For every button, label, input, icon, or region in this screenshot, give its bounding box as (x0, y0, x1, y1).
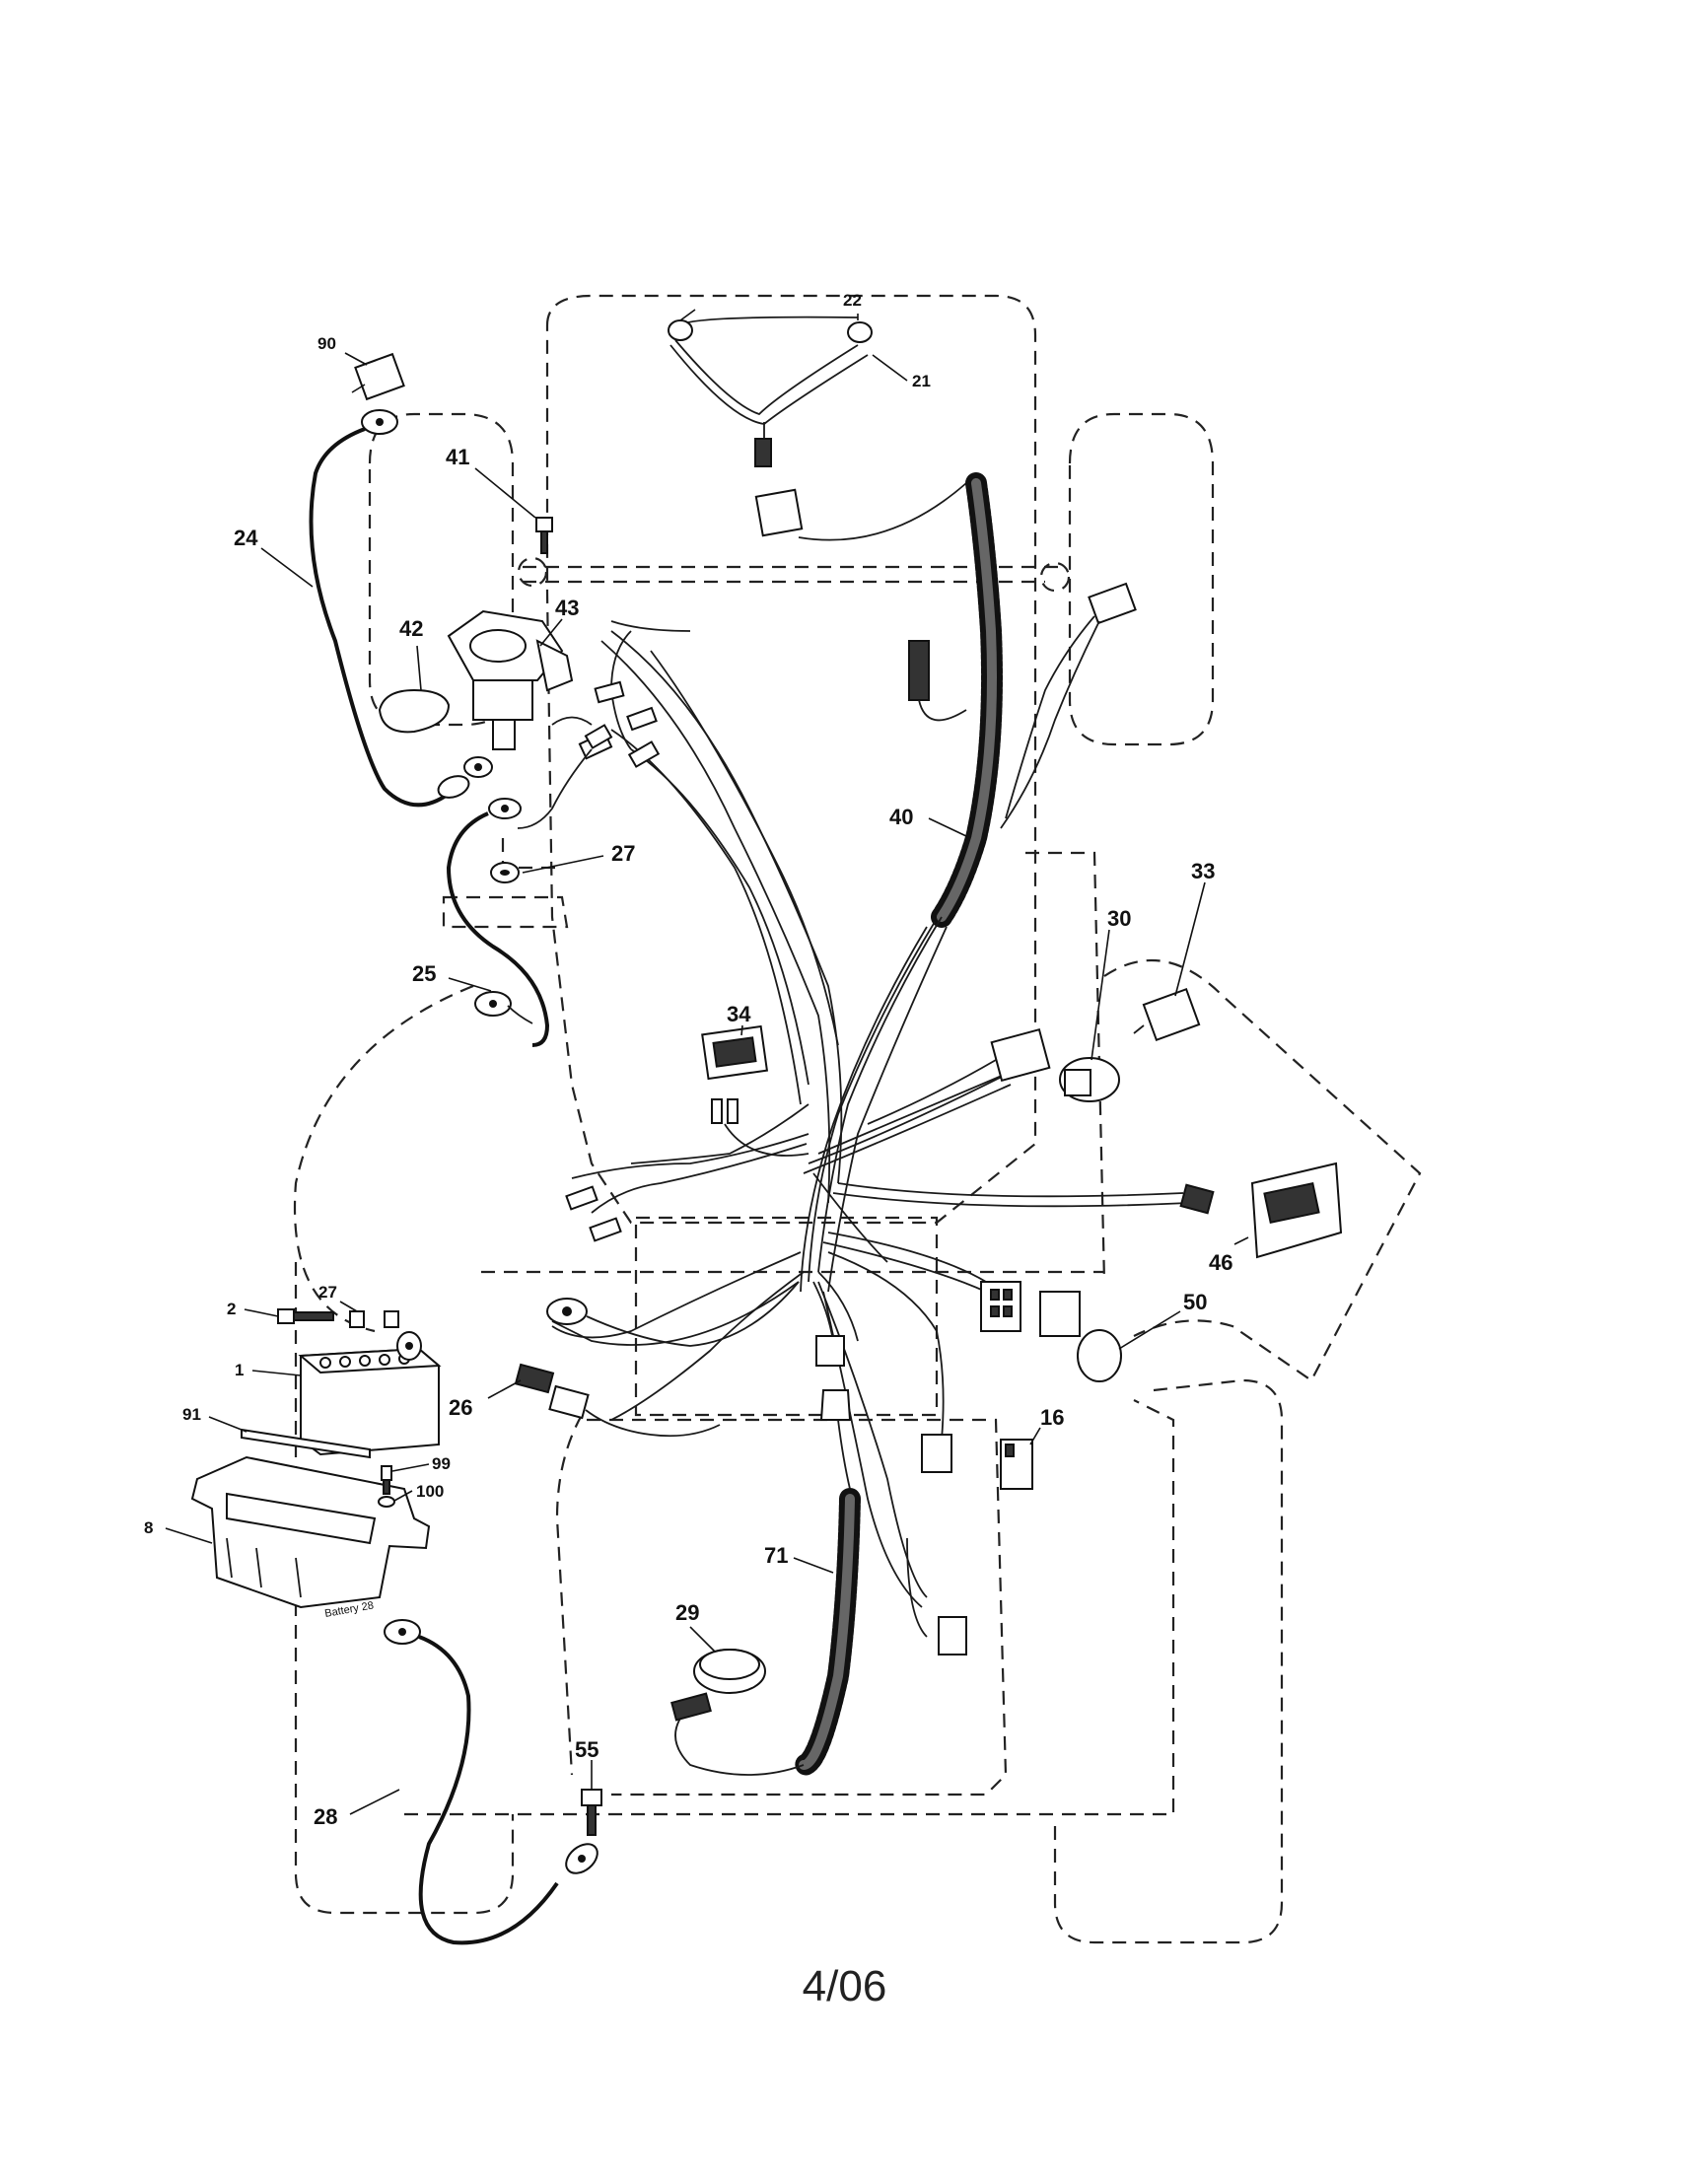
page-number: 4/06 (802, 1962, 887, 2010)
callout-27-upper: 27 (611, 841, 635, 866)
battery-terminal (396, 1331, 422, 1361)
ignition-switch-30 (867, 1027, 1120, 1125)
callout-42: 42 (399, 616, 423, 641)
callout-22: 22 (843, 291, 862, 310)
callout-26: 26 (449, 1395, 472, 1420)
callout-91: 91 (182, 1405, 201, 1424)
callout-29: 29 (675, 1600, 699, 1625)
solenoid-lug (463, 756, 493, 778)
tractor-outline (294, 294, 1422, 1944)
rear-plug-2 (938, 1616, 967, 1656)
callout-100: 100 (416, 1482, 444, 1501)
module-16 (1000, 1439, 1033, 1490)
ignition-plug (990, 1027, 1051, 1083)
callout-16: 16 (1040, 1405, 1064, 1430)
harness-bundle (551, 620, 1189, 1608)
callout-25: 25 (412, 961, 436, 986)
callout-24: 24 (234, 526, 258, 550)
coiled-conduit-71 (674, 1419, 861, 1776)
left-headlight-bulb (668, 319, 693, 341)
cable-25 (446, 798, 550, 1047)
headlight-connector (754, 438, 772, 467)
fuse-holder (819, 1389, 852, 1421)
nut-27-battery (349, 1310, 399, 1328)
right-side-harness (908, 582, 1137, 829)
washer-100 (378, 1496, 395, 1508)
callout-28: 28 (314, 1804, 337, 1829)
panel-connector (1179, 1183, 1215, 1215)
callout-71: 71 (764, 1543, 788, 1568)
callout-90: 90 (317, 334, 336, 353)
right-headlight-bulb (847, 321, 873, 343)
terminal-boot-90 (351, 352, 405, 401)
fuse-connector (815, 1335, 845, 1367)
callout-99: 99 (432, 1454, 451, 1473)
connector-26 (514, 1363, 721, 1438)
hold-down-strap-91 (241, 1428, 371, 1459)
rear-connectors (815, 1335, 967, 1656)
callout-33: 33 (1191, 859, 1215, 883)
callout-43: 43 (555, 596, 579, 620)
relay-33 (1133, 987, 1201, 1042)
callout-8: 8 (144, 1518, 153, 1537)
headlight-harness (668, 316, 967, 541)
battery-tray-8: Battery 28 (190, 1455, 431, 1620)
harness-terminals (565, 680, 661, 1242)
ground-ring-terminal (546, 1281, 800, 1347)
callout-34: 34 (727, 1002, 751, 1026)
screw-99 (381, 1465, 392, 1495)
nut-27-upper (490, 862, 520, 883)
callouts: 22 21 90 24 41 42 43 27 25 40 33 30 34 4… (144, 291, 1249, 1829)
battery-1 (298, 1347, 442, 1456)
callout-41: 41 (446, 445, 469, 469)
callout-40: 40 (889, 805, 913, 829)
callout-1: 1 (235, 1361, 244, 1379)
starter-solenoid-43 (447, 609, 574, 750)
cable-24 (309, 409, 470, 808)
callout-46: 46 (1209, 1250, 1232, 1275)
seat-switch-29 (670, 1649, 766, 1722)
cable-28 (384, 1619, 598, 1945)
callout-21: 21 (912, 372, 931, 390)
callout-2: 2 (227, 1300, 236, 1318)
boot-42 (378, 688, 451, 734)
callout-27-battery: 27 (318, 1283, 337, 1302)
seat-switch-connector (908, 640, 930, 701)
callout-30: 30 (1107, 906, 1131, 931)
screw-55 (581, 1789, 602, 1836)
main-conduit (931, 472, 1003, 928)
headlight-plug (754, 488, 804, 537)
switch-34 (701, 1024, 809, 1157)
panel-switch-46 (1179, 1162, 1343, 1259)
solenoid-harness-wires (517, 716, 613, 829)
right-connector (1088, 582, 1137, 625)
callout-50: 50 (1183, 1290, 1207, 1314)
bolt-41 (535, 517, 553, 554)
bolt-2 (277, 1308, 334, 1324)
rear-plug (921, 1434, 952, 1473)
pto-switch-50 (980, 1281, 1122, 1382)
callout-55: 55 (575, 1737, 598, 1762)
